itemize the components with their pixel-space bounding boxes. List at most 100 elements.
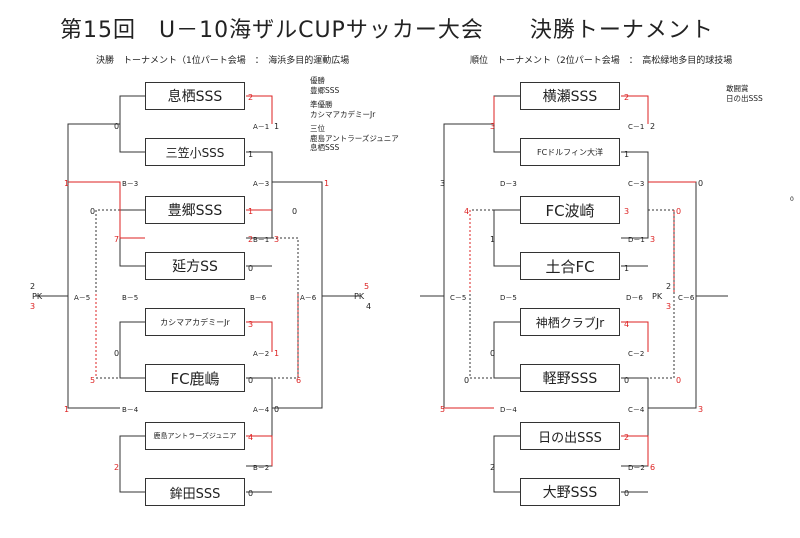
score: 2 [30,282,36,291]
pk-label: PK [652,292,663,301]
score: 3 [490,122,496,131]
score: 4 [464,207,470,216]
score: 0 [698,179,704,188]
team-box: FCドルフィン大洋 [520,138,620,166]
score: 0 [624,376,630,385]
score: 2 [624,93,630,102]
score: 4 [624,320,630,329]
match-label: A－3 [253,180,270,188]
score: 3 [698,405,704,414]
score: 0 [274,405,280,414]
team-box: 豊郷SSS [145,196,245,224]
third-label: 三位 [310,124,325,133]
match-label: B－4 [122,406,139,414]
match-label: C－4 [628,406,645,414]
match-label: B－6 [250,294,267,302]
third-team: 息栖SSS [310,143,340,152]
score: 2 [666,282,672,291]
runner-up-label: 準優勝 [310,100,333,109]
score: 4 [366,302,372,311]
team-box: カシマアカデミーJr [145,308,245,336]
team-box: 軽野SSS [520,364,620,392]
pk-label: PK [354,292,365,301]
score: 2 [248,93,254,102]
page-title: 第15回 U－10海ザルCUPサッカー大会 決勝トーナメント [60,18,714,43]
score: 2 [114,463,120,472]
score: 0 [676,207,682,216]
team-box: 日の出SSS [520,422,620,450]
score: 0 [292,207,298,216]
right-subtitle: 順位 トーナメント（2位パート会場 ： 高松緑地多目的球技場 [470,56,733,66]
team-box: 息栖SSS [145,82,245,110]
match-label: A－1 [253,123,270,131]
team-box: 鉾田SSS [145,478,245,506]
score: 0 [464,376,470,385]
team-box: 大野SSS [520,478,620,506]
score: 0 [114,122,120,131]
score: 7 [114,235,120,244]
match-label: D－1 [628,236,645,244]
team-box: 横瀬SSS [520,82,620,110]
match-label: C－5 [450,294,467,302]
edge-mark: 0 [790,196,794,203]
match-label: B－3 [122,180,139,188]
score: 5 [364,282,370,291]
fair-play-label: 敢闘賞 [726,84,749,93]
results-legend: 優勝 豊郷SSS 準優勝 カシマアカデミーJr 三位 鹿島アントラーズジュニア … [310,76,399,153]
left-subtitle: 決勝 トーナメント（1位パート会場 ： 海浜多目的運動広場 [96,56,350,66]
score: 0 [90,207,96,216]
score: 1 [248,150,254,159]
score: 2 [650,122,656,131]
score: 2 [248,235,254,244]
score: 1 [324,179,330,188]
match-label: D－2 [628,464,645,472]
score: 1 [490,235,496,244]
match-label: C－3 [628,180,645,188]
score: 3 [624,207,630,216]
team-box: 三笠小SSS [145,138,245,166]
team-box: 延方SS [145,252,245,280]
match-label: A－6 [300,294,317,302]
fair-play-award: 敢闘賞 日の出SSS [726,84,763,103]
score: 3 [274,235,280,244]
score: 0 [490,349,496,358]
match-label: C－6 [678,294,695,302]
match-label: D－3 [500,180,517,188]
score: 0 [248,264,254,273]
score: 3 [248,320,254,329]
score: 5 [440,405,446,414]
score: 0 [248,489,254,498]
score: 1 [624,264,630,273]
team-box: FC鹿嶋 [145,364,245,392]
score: 2 [490,463,496,472]
match-label: D－5 [500,294,517,302]
score: 4 [248,433,254,442]
team-box: 土合FC [520,252,620,280]
score: 3 [666,302,672,311]
match-label: C－2 [628,350,645,358]
score: 3 [440,179,446,188]
match-label: D－4 [500,406,517,414]
score: 1 [64,405,70,414]
score: 2 [624,433,630,442]
third-team: 鹿島アントラーズジュニア [310,133,399,143]
score: 6 [296,376,302,385]
score: 0 [624,489,630,498]
score: 0 [676,376,682,385]
score: 0 [248,376,254,385]
score: 5 [90,376,96,385]
team-box: 神栖クラブJr [520,308,620,336]
champion-label: 優勝 [310,76,325,85]
score: 3 [650,235,656,244]
match-label: B－5 [122,294,139,302]
team-box: FC波崎 [520,196,620,224]
score: 1 [64,179,70,188]
fair-play-team: 日の出SSS [726,93,763,103]
match-label: A－5 [74,294,91,302]
score: 1 [624,150,630,159]
score: 1 [274,122,280,131]
match-label: A－2 [253,350,270,358]
champion-team: 豊郷SSS [310,85,340,95]
match-label: D－6 [626,294,643,302]
